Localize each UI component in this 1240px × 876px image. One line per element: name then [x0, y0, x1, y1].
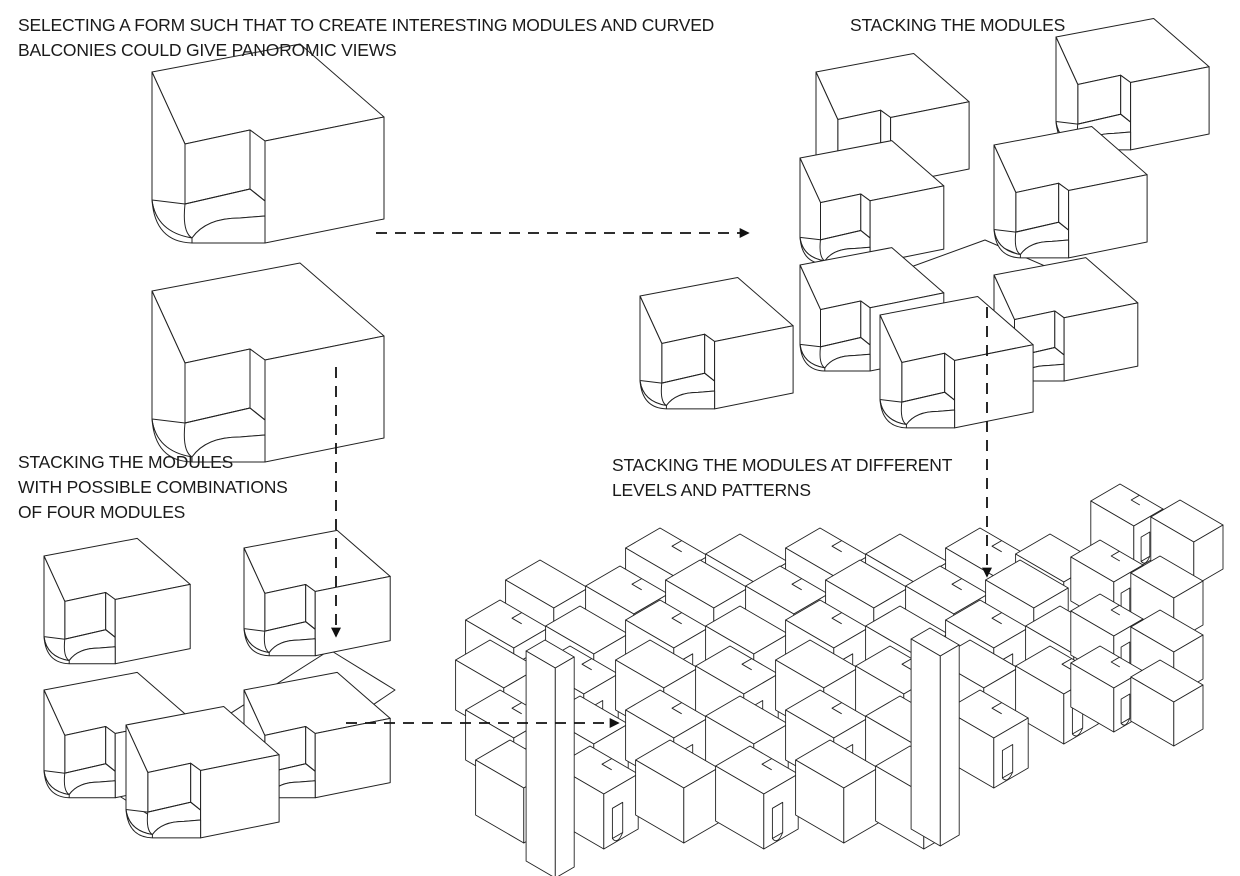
- stack-unit-r6-2: [555, 745, 639, 850]
- caption-combos-line-2: WITH POSSIBLE COMBINATIONS: [18, 477, 288, 497]
- tower-unit-2: [1150, 499, 1224, 587]
- combo-module-back-left: [43, 537, 191, 665]
- stack-module-mid-left: [799, 140, 945, 265]
- caption-combos-line-1: STACKING THE MODULES: [18, 452, 234, 472]
- stack-module-outer-left: [639, 277, 794, 410]
- stack-column-1: [525, 639, 575, 876]
- combo-module-back-right: [243, 529, 391, 657]
- caption-four-module-combinations: STACKING THE MODULES WITH POSSIBLE COMBI…: [18, 450, 288, 525]
- caption-levels-line-2: LEVELS AND PATTERNS: [612, 480, 811, 500]
- stack-module-low-right: [993, 257, 1139, 382]
- module-single-middle: [151, 262, 385, 463]
- module-single-top: [151, 43, 385, 244]
- stack-column-2: [910, 627, 960, 847]
- caption-stacking-modules: STACKING THE MODULES: [850, 13, 1065, 38]
- stacked-assembly-levels: [455, 527, 1109, 876]
- module-solids: [43, 18, 1224, 876]
- caption-combos-line-3: OF FOUR MODULES: [18, 502, 186, 522]
- caption-form-selection: SELECTING A FORM SUCH THAT TO CREATE INT…: [18, 13, 714, 63]
- stack-unit-r6-4: [715, 745, 799, 850]
- stack-unit-r5-7: [945, 689, 1029, 789]
- tower-unit-8: [1130, 659, 1204, 747]
- stack-unit-r6-3: [635, 739, 719, 844]
- caption-levels-line-1: STACKING THE MODULES AT DIFFERENT: [612, 455, 953, 475]
- stack-module-front: [879, 296, 1034, 429]
- caption-levels-and-patterns: STACKING THE MODULES AT DIFFERENT LEVELS…: [612, 453, 952, 503]
- stack-module-mid-right: [993, 126, 1148, 259]
- caption-form-line-2: BALCONIES COULD GIVE PANOROMIC VIEWS: [18, 40, 397, 60]
- flow-arrows: [331, 228, 992, 728]
- caption-form-line-1: SELECTING A FORM SUCH THAT TO CREATE INT…: [18, 15, 715, 35]
- stacked-assembly-tower: [1070, 483, 1224, 747]
- combo-module-front: [125, 706, 280, 839]
- stack-unit-r6-5: [795, 739, 879, 844]
- caption-stack-line-1: STACKING THE MODULES: [850, 15, 1066, 35]
